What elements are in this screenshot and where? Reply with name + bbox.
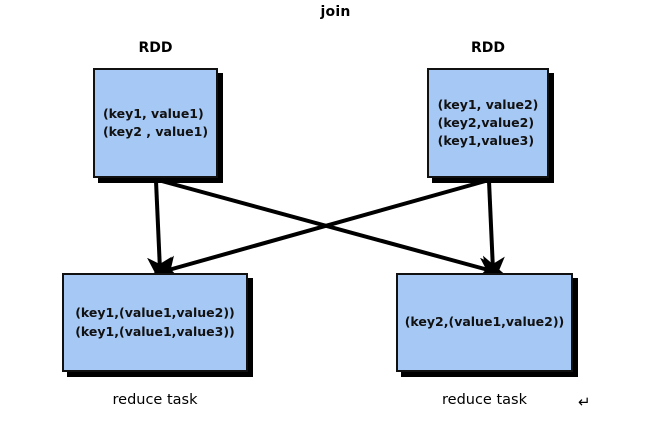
rdd-box-right: (key1, value2) (key2,value2) (key1,value… (427, 68, 549, 178)
arrow-left-to-left (147, 180, 172, 284)
rdd-right-content: (key1, value2) (key2,value2) (key1,value… (438, 96, 539, 150)
label-rdd-left: RDD (138, 40, 173, 56)
label-rdd-right: RDD (470, 40, 506, 56)
reduce-right-content: (key2,(value1,value2)) (405, 313, 565, 331)
reduce-left-content: (key1,(value1,value2)) (key1,(value1,val… (75, 304, 235, 340)
label-reduce-task-left: reduce task (112, 392, 198, 408)
reduce-left-line-1: (key1,(value1,value2)) (75, 305, 235, 321)
rdd-right-line-2: (key2,value2) (437, 114, 535, 130)
reduce-left-line-2: (key1,(value1,value3)) (75, 323, 235, 339)
rdd-right-line-1: (key1, value2) (437, 96, 539, 112)
carriage-return-icon: ↵ (578, 393, 591, 411)
rdd-left-line-1: (key1, value1) (102, 105, 204, 121)
arrow-left-to-right (157, 178, 506, 280)
reduce-task-box-left: (key1,(value1,value2)) (key1,(value1,val… (62, 273, 248, 372)
label-reduce-task-right: reduce task (442, 392, 527, 408)
rdd-box-left: (key1, value1) (key2 , value1) (93, 68, 218, 178)
rdd-right-line-3: (key1,value3) (437, 133, 535, 149)
page-title: join (320, 4, 351, 20)
rdd-left-line-2: (key2 , value1) (102, 124, 209, 139)
rdd-left-content: (key1, value1) (key2 , value1) (103, 105, 208, 141)
arrow-right-to-right (480, 180, 505, 284)
reduce-right-line-1: (key2,(value1,value2)) (404, 314, 565, 330)
reduce-task-box-right: (key2,(value1,value2)) (396, 273, 573, 372)
arrow-right-to-left (151, 178, 490, 280)
